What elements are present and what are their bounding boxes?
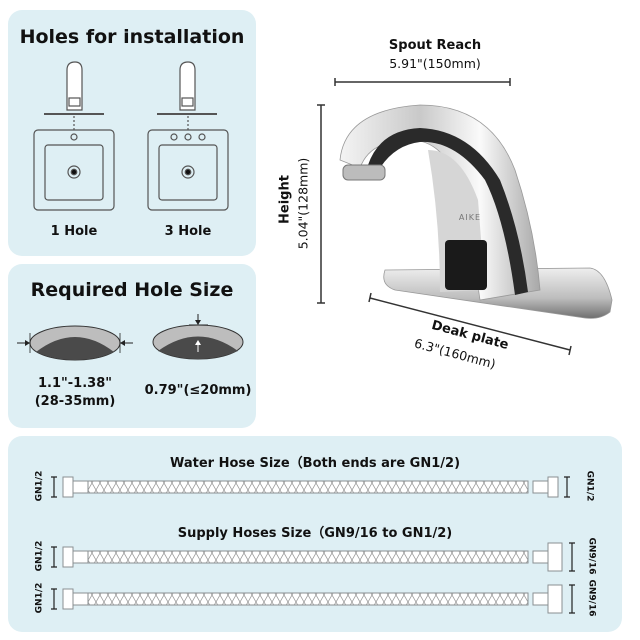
water-hose [62, 476, 559, 498]
holes-panel [8, 10, 256, 256]
height-value: 5.04"(128mm) [295, 157, 311, 250]
brand-logo-text: AIKE [458, 213, 482, 222]
spout-reach-value: 5.91"(150mm) [389, 56, 481, 71]
sink-3-hole [147, 129, 229, 211]
supply-hose-2-left-size: GN1/2 [34, 582, 45, 614]
sink-1-hole [33, 129, 115, 211]
supply-hose-1 [62, 542, 563, 572]
supply-hose-1-left-size: GN1/2 [34, 540, 45, 572]
water-hose-right-size: GN1/2 [584, 470, 595, 502]
option-3-hole-label: 3 Hole [164, 224, 212, 239]
water-hose-left-size: GN1/2 [34, 470, 45, 502]
size-brackets [51, 476, 575, 614]
faucet-sketch-1-hole [44, 61, 104, 130]
hole-thickness: 0.79"(≤20mm) [144, 383, 252, 398]
faucet-sketch-3-hole [157, 61, 217, 130]
faucet-image [339, 104, 613, 319]
hole-diameter-mm: (28-35mm) [34, 394, 116, 409]
hole-size-title: Required Hole Size [30, 279, 234, 301]
spout-reach-dimension-line [334, 78, 511, 86]
hole-diameter-inch: 1.1"-1.38" [37, 376, 113, 391]
supply-hose-2-right-size: GN9/16 [586, 579, 597, 617]
water-hose-title: Water Hose Size（Both ends are GN1/2) [169, 456, 461, 471]
height-dimension-line [317, 104, 325, 304]
hole-diameter-diagram [17, 325, 133, 361]
spout-reach-label: Spout Reach [388, 38, 482, 53]
supply-hose-2 [62, 584, 563, 614]
height-label: Height [277, 175, 293, 224]
supply-hose-1-right-size: GN9/16 [586, 537, 597, 575]
supply-hose-title: Supply Hoses Size（GN9/16 to GN1/2) [177, 526, 453, 541]
holes-title: Holes for installation [19, 26, 245, 48]
option-1-hole-label: 1 Hole [50, 224, 98, 239]
deck-plate-dimension-line [368, 292, 572, 356]
hole-thickness-diagram [152, 314, 244, 360]
